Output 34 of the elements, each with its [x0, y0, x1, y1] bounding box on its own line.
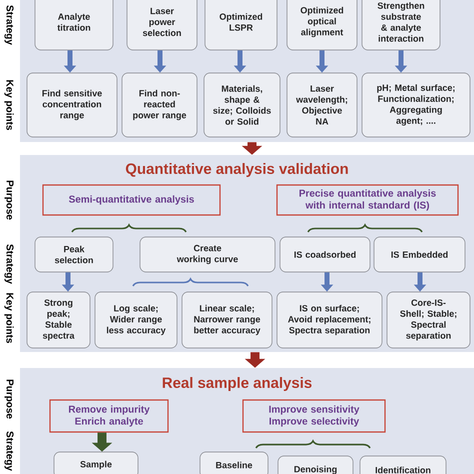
strategy-box: Optimized optical alignment: [286, 0, 358, 50]
strategy-box: Sample: [54, 452, 138, 474]
strategy-box: IS Embedded: [374, 236, 466, 272]
key-point-box: IS on surface; Avoid replacement; Spectra separation: [276, 292, 382, 348]
key-point-box: Core-IS-Shell; Stable; Spectral separation: [386, 292, 470, 348]
side-label: Strategy: [4, 244, 14, 284]
side-label: Purpose: [4, 380, 14, 419]
key-point-box: pH; Metal surface; Functionalization; Aggregating agent; ....: [362, 72, 470, 138]
strategy-box: Strengthen substrate & analyte interaction: [362, 0, 440, 50]
purpose-box: Semi-quantitative analysis: [42, 184, 221, 216]
side-label: Strategy: [4, 431, 14, 471]
purpose-box: Improve sensitivity Improve selectivity: [242, 399, 386, 433]
side-label: Key points: [4, 80, 14, 130]
purpose-box: Remove impurity Enrich analyte: [49, 399, 169, 433]
key-point-box: Strong peak; Stable spectra: [26, 292, 90, 348]
strategy-box: IS coadsorbed: [280, 236, 370, 272]
key-point-box: Linear scale; Narrower range better accuracy: [182, 292, 272, 348]
key-point-box: Laser wavelength; Objective NA: [286, 72, 358, 138]
key-point-box: Find sensitive concentration range: [26, 72, 118, 138]
strategy-box: Create working curve: [140, 236, 276, 272]
strategy-box: Peak selection: [34, 236, 114, 272]
strategy-box: Laser power selection: [126, 0, 198, 50]
side-label: Key points: [4, 293, 14, 344]
strategy-box: Analyte titration: [34, 0, 114, 50]
strategy-box: Denoising: [278, 456, 354, 474]
side-label: Purpose: [4, 180, 14, 220]
strategy-box: Identification: [360, 456, 446, 474]
purpose-box: Precise quantitative analysis with internal standard (IS): [276, 184, 459, 216]
key-point-box: Log scale; Wider range less accuracy: [94, 292, 178, 348]
key-point-box: Find non-reacted power range: [122, 72, 198, 138]
strategy-box: Optimized LSPR: [204, 0, 278, 50]
side-label: Strategy: [4, 5, 14, 45]
key-point-box: Materials, shape & size; Colloids or Solid: [204, 72, 280, 138]
strategy-box: Baseline: [200, 452, 268, 474]
